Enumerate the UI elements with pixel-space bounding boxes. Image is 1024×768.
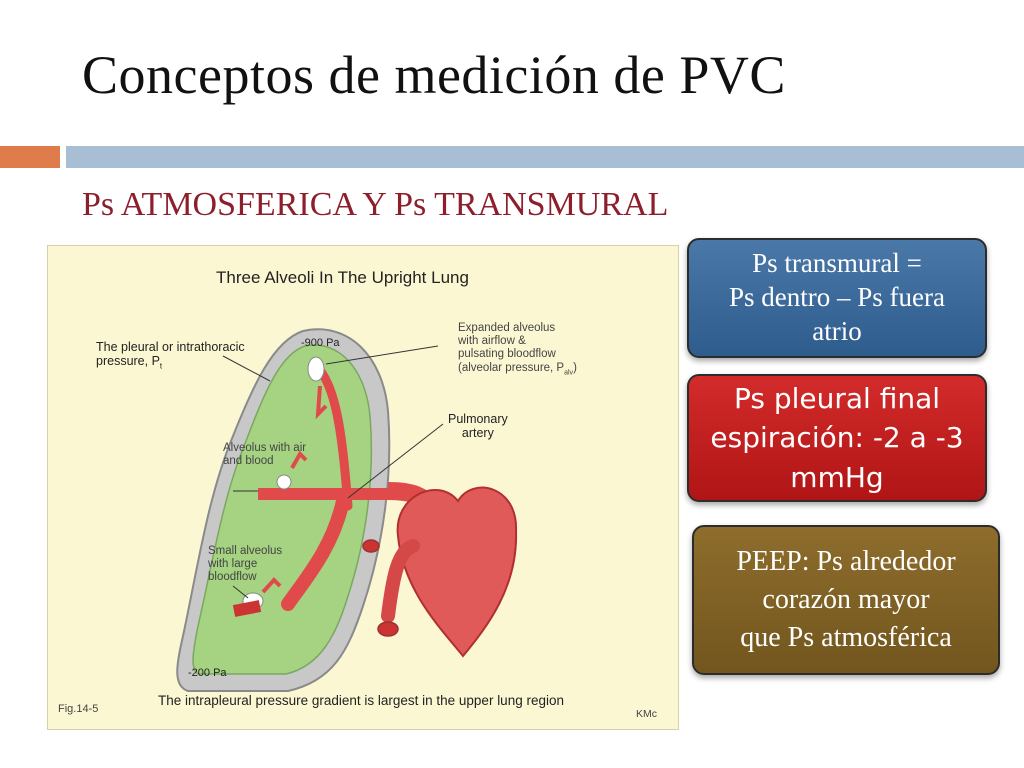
accent-bar-orange	[0, 146, 60, 168]
pulmonary-artery-label: Pulmonary artery	[448, 412, 508, 441]
aorta	[381, 539, 420, 623]
airway-hook-middle	[290, 450, 308, 469]
airway-hook-bottom	[261, 577, 282, 594]
vessel-lower	[281, 494, 350, 611]
slide-subtitle: Ps ATMOSFERICA Y Ps TRANSMURAL	[82, 186, 669, 223]
heart	[396, 486, 518, 658]
figure-heading: Three Alveoli In The Upright Lung	[216, 268, 469, 287]
vessel-bottom-left	[232, 600, 262, 617]
transmural-pressure-box: Ps transmural = Ps dentro – Ps fuera atr…	[687, 238, 987, 358]
airway-hook-top	[315, 385, 328, 420]
pointer-pleural	[222, 355, 271, 382]
peep-box: PEEP: Ps alrededor corazón mayor que Ps …	[692, 525, 1000, 675]
alveolus-middle	[276, 474, 292, 490]
pleural-pressure-box: Ps pleural final espiración: -2 a -3 mmH…	[687, 374, 987, 502]
alveolus-top	[307, 356, 325, 382]
lung-diagram-svg	[176, 328, 518, 692]
figure-number: Fig.14-5	[58, 703, 99, 715]
figure-caption: The intrapleural pressure gradient is la…	[158, 693, 564, 708]
expanded-alveolus-label: Expanded alveolus with airflow & pulsati…	[458, 322, 577, 376]
pointer-pulmonary	[347, 423, 444, 499]
bottom-pressure-label: -200 Pa	[188, 667, 227, 679]
aorta-opening	[377, 621, 399, 637]
pointer-small	[232, 585, 249, 599]
pleural-label: The pleural or intrathoracic pressure, P…	[96, 340, 245, 371]
accent-bar-blue	[66, 146, 1024, 168]
middle-alveolus-label: Alveolus with air and blood	[223, 442, 307, 468]
slide-title: Conceptos de medición de PVC	[82, 45, 786, 105]
lung-inner	[192, 344, 373, 675]
lung-diagram-figure: Three Alveoli In The Upright Lung The pl…	[47, 245, 679, 730]
vena-cava-opening	[362, 539, 380, 553]
top-pressure-label: -900 Pa	[301, 337, 340, 349]
pointer-expanded	[325, 345, 439, 365]
figure-credit: KMc	[636, 708, 657, 720]
small-alveolus-label: Small alveolus with large bloodflow	[208, 545, 283, 584]
